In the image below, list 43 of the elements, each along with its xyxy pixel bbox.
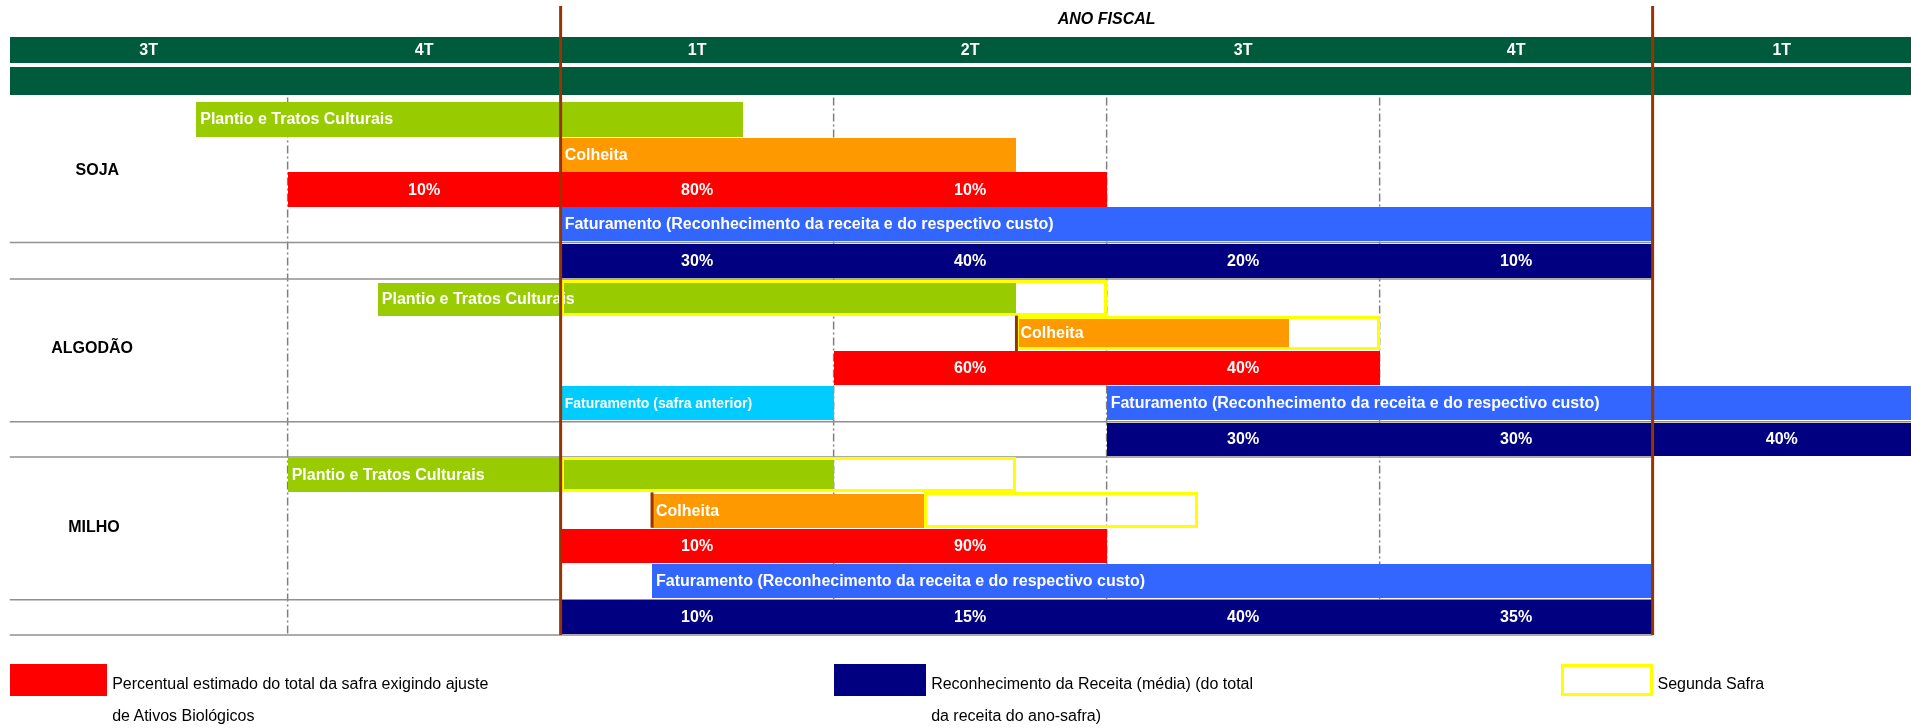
percentage-bar: 10% [833, 171, 1107, 208]
crop-label: SOJA [75, 160, 120, 179]
legend-text: Percentual estimado do total da safra exigindo ajuste de Ativos Biológicos [112, 673, 490, 726]
header-cell: 3T [9, 36, 288, 64]
legend-text: Segunda Safra [1657, 673, 1766, 694]
percentage-bar: 80% [560, 171, 834, 208]
header-cell: 4T [287, 36, 561, 64]
revenue-bar: 30% [1106, 422, 1380, 456]
billing-bar: Faturamento (Reconhecimento da receita e do respectivo custo) [560, 207, 1653, 242]
header-cell: 1T [560, 36, 834, 64]
billing-bar: Faturamento (Reconhecimento da receita e do respectivo custo) [1106, 386, 1911, 421]
header-cell: 3T [1106, 36, 1380, 64]
section-title: ANO FISCAL [1057, 9, 1156, 28]
percentage-bar: 10% [287, 171, 561, 208]
revenue-bar: 40% [1106, 599, 1380, 634]
revenue-bar: 35% [1379, 599, 1653, 634]
billing-bar: Faturamento (Reconhecimento da receita e do respectivo custo) [652, 564, 1653, 599]
percentage-bar: 10% [560, 528, 834, 564]
header-cell: 4T [1379, 36, 1653, 64]
percentage-bar: 60% [833, 351, 1107, 386]
percentage-bar: 40% [1106, 351, 1380, 386]
revenue-bar: 20% [1106, 243, 1380, 278]
revenue-bar: 10% [560, 599, 834, 634]
header-cell: 2T [833, 36, 1107, 64]
revenue-bar: 30% [560, 243, 834, 278]
activity-bar: Plantio e Tratos Culturais [196, 102, 744, 137]
revenue-bar: 40% [833, 243, 1107, 278]
activity-bar: Plantio e Tratos Culturais [287, 458, 834, 493]
revenue-bar: 10% [1379, 243, 1653, 278]
activity-bar: Colheita [560, 137, 1017, 172]
billing-bar: Faturamento (safra anterior) [560, 386, 834, 421]
outline-box [923, 492, 1199, 528]
outline-box [1016, 315, 1380, 350]
percentage-bar: 90% [833, 528, 1107, 564]
header-cell: 1T [1652, 36, 1911, 64]
legend-text: Reconhecimento da Receita (média) (do total da receita do ano-safra) [931, 673, 1255, 726]
crop-label: MILHO [68, 517, 120, 536]
crop-label: ALGODÃO [51, 338, 133, 357]
revenue-bar: 30% [1379, 422, 1653, 456]
revenue-bar: 15% [833, 599, 1107, 634]
revenue-bar: 40% [1652, 422, 1911, 456]
activity-bar: Colheita [652, 493, 924, 528]
outline-box [560, 457, 1017, 493]
